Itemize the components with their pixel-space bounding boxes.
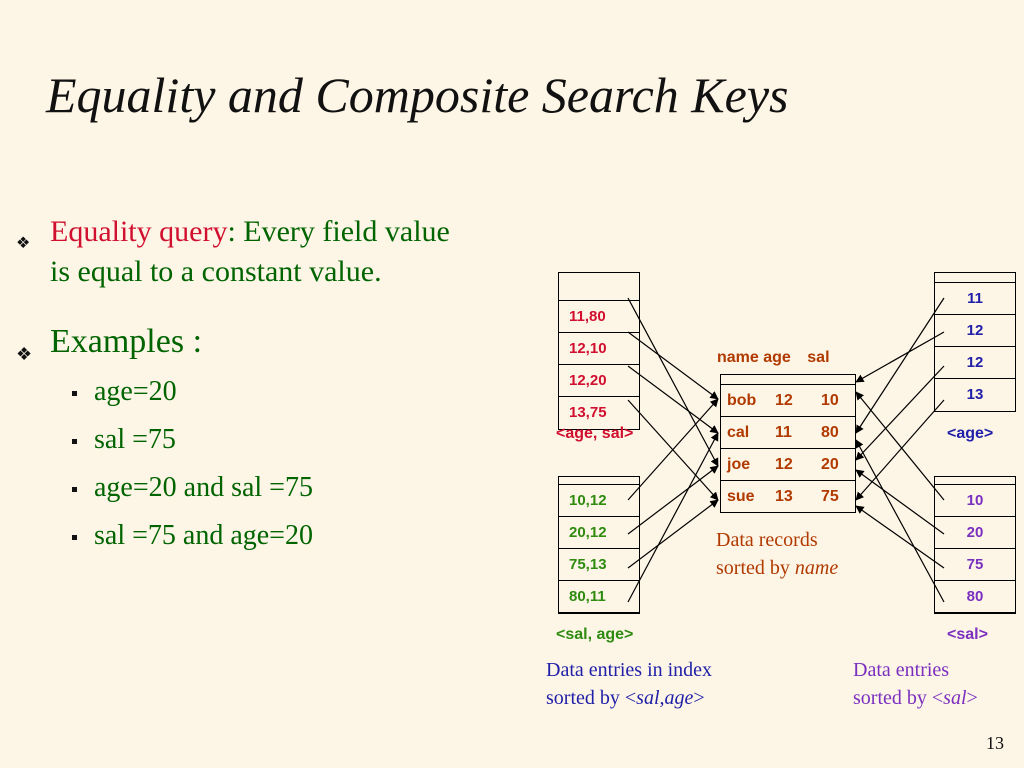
- index-label-sal-age: <sal, age>: [556, 626, 634, 643]
- record-row: sue 13 75: [721, 481, 855, 513]
- arrow-line: [855, 399, 945, 501]
- index-entry: 80,11: [559, 581, 639, 613]
- index-entry: 10,12: [559, 485, 639, 517]
- arrow-line: [855, 391, 945, 501]
- left-index-caption: Data entries in index sorted by <sal,age…: [546, 659, 713, 709]
- index-cell-spacer: [559, 477, 639, 485]
- index-age: 11 12 12 13: [934, 272, 1016, 412]
- index-entry: 11,80: [559, 301, 639, 333]
- index-entry: 20: [935, 517, 1015, 549]
- records-header: name age sal: [717, 349, 830, 366]
- right-index-caption: Data entries sorted by <sal>: [853, 659, 978, 709]
- index-entry: 75,13: [559, 549, 639, 581]
- index-entry: 11: [935, 283, 1015, 315]
- index-entry: 20,12: [559, 517, 639, 549]
- index-cell-spacer: [935, 477, 1015, 485]
- arrow-line: [855, 469, 945, 535]
- arrow-line: [627, 398, 719, 501]
- examples-list: age=20 sal =75 age=20 and sal =75 sal =7…: [14, 372, 474, 556]
- examples-label: Examples :: [50, 323, 203, 360]
- index-entry: 12,10: [559, 333, 639, 365]
- example-item: age=20: [14, 372, 474, 412]
- bullet-examples: ❖ Examples :: [14, 322, 474, 364]
- index-label-sal: <sal>: [947, 626, 988, 643]
- records-caption: Data records sorted by name: [716, 529, 839, 579]
- example-item: sal =75 and age=20: [14, 516, 474, 556]
- index-entry: 13,75: [569, 404, 607, 421]
- example-item: sal =75: [14, 420, 474, 460]
- arrow-line: [627, 465, 719, 535]
- arrow-line: [627, 432, 719, 603]
- index-sal: 10 20 75 80: [934, 476, 1016, 614]
- arrow-line: [855, 331, 945, 383]
- index-label-age-sal: <age, sal>: [556, 425, 634, 442]
- equality-query-definition: : Every field value is equal to a consta…: [50, 215, 450, 288]
- index-cell-spacer: [935, 273, 1015, 283]
- equality-query-term: Equality query: [50, 215, 228, 248]
- index-sal-age: 10,12 20,12 75,13 80,11: [558, 476, 640, 614]
- arrow-line: [627, 365, 719, 434]
- arrow-line: [855, 365, 945, 461]
- square-bullet-icon: [72, 535, 77, 540]
- square-bullet-icon: [72, 439, 77, 444]
- index-entry: 10: [935, 485, 1015, 517]
- index-entry: 75: [935, 549, 1015, 581]
- arrow-line: [627, 499, 719, 569]
- arrow-line: [627, 331, 719, 400]
- data-records-table: bob 12 10 cal 11 80 joe 12 20 sue 13 75: [720, 374, 856, 513]
- diamond-bullet-icon: ❖: [16, 344, 33, 364]
- index-entry: 80: [935, 581, 1015, 613]
- index-cell-spacer: [559, 273, 639, 301]
- diamond-bullet-icon: ❖: [16, 235, 31, 252]
- square-bullet-icon: [72, 487, 77, 492]
- square-bullet-icon: [72, 391, 77, 396]
- arrow-line: [855, 505, 945, 569]
- slide-title: Equality and Composite Search Keys: [46, 67, 789, 123]
- index-entry: 13: [966, 386, 984, 403]
- record-row: cal 11 80: [721, 417, 855, 449]
- index-entry: 12: [935, 315, 1015, 347]
- bullet-list: ❖ Equality query: Every field value is e…: [14, 212, 474, 564]
- records-spacer: [721, 375, 855, 385]
- index-entry: 12: [935, 347, 1015, 379]
- bullet-equality-query: ❖ Equality query: Every field value is e…: [14, 212, 474, 292]
- example-item: age=20 and sal =75: [14, 468, 474, 508]
- arrow-line: [627, 297, 719, 467]
- page-number: 13: [986, 733, 1004, 753]
- index-label-age: <age>: [947, 425, 994, 442]
- record-row: joe 12 20: [721, 449, 855, 481]
- arrow-line: [855, 439, 945, 603]
- index-entry: 12,20: [559, 365, 639, 397]
- record-row: bob 12 10: [721, 385, 855, 417]
- index-age-sal: 11,80 12,10 12,20 13,75: [558, 272, 640, 430]
